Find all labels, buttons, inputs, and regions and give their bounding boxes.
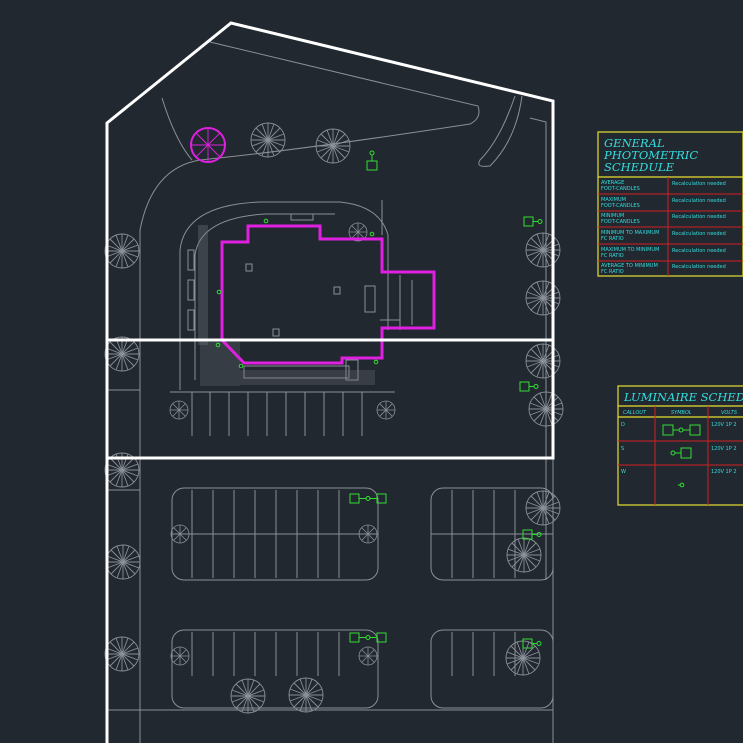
luminaire-volts: 120V 1P 2 [711,469,737,475]
double-head-pole-icon [662,424,701,436]
photometric-label: AVERAGE TO MINIMUM [601,263,658,269]
pole-light-top [366,150,378,171]
photometric-label: FOOT-CANDLES [601,203,640,209]
site-linework [107,41,554,743]
photometric-label: FOOT-CANDLES [601,186,640,192]
luminaire-schedule-table: LUMINAIRE SCHEDU CALLOUT SYMBOL VOLTS D … [617,385,743,506]
luminaire-volts: 120V 1P 2 [711,422,737,428]
photometric-value: Recalculation needed [672,231,726,237]
photometric-label: FC RATIO [601,253,624,259]
wall-pack-icon [678,482,685,488]
photometric-schedule-title-3: SCHEDULE [604,160,675,174]
building-outline [220,224,436,365]
luminaire-callout: W [621,469,626,475]
photometric-label: FC RATIO [601,236,624,242]
photometric-value: Recalculation needed [672,214,726,220]
photometric-schedule-title-2: PHOTOMETRIC [603,148,698,162]
photometric-label: MINIMUM TO MAXIMUM [601,230,659,236]
luminaire-callout: D [621,422,625,428]
highlighted-tree [190,127,226,163]
photometric-label: MINIMUM [601,213,624,219]
photometric-value: Recalculation needed [672,198,726,204]
photometric-label: FOOT-CANDLES [601,219,640,225]
photometric-label: AVERAGE [601,180,624,186]
luminaire-callout: S [621,446,624,452]
luminaire-volts: 120V 1P 2 [711,446,737,452]
luminaire-header-volts: VOLTS [721,410,738,416]
photometric-label: MAXIMUM TO MINIMUM [601,247,659,253]
photometric-value: Recalculation needed [672,264,726,270]
photometric-label: MAXIMUM [601,197,626,203]
photometric-label: FC RATIO [601,269,624,275]
single-head-pole-icon [670,447,692,459]
light-fixtures [215,150,543,649]
luminaire-header-symbol: SYMBOL [671,410,692,416]
tree-symbols [104,122,564,714]
photometric-schedule-table: GENERAL PHOTOMETRIC SCHEDULE AVERAGE FOO… [597,131,743,277]
landscape-hatch [198,225,375,386]
property-boundary [105,21,555,743]
luminaire-schedule-title: LUMINAIRE SCHEDU [623,390,743,404]
photometric-value: Recalculation needed [672,248,726,254]
photometric-value: Recalculation needed [672,181,726,187]
luminaire-header-callout: CALLOUT [623,410,647,416]
photometric-schedule-title-1: GENERAL [604,136,665,150]
